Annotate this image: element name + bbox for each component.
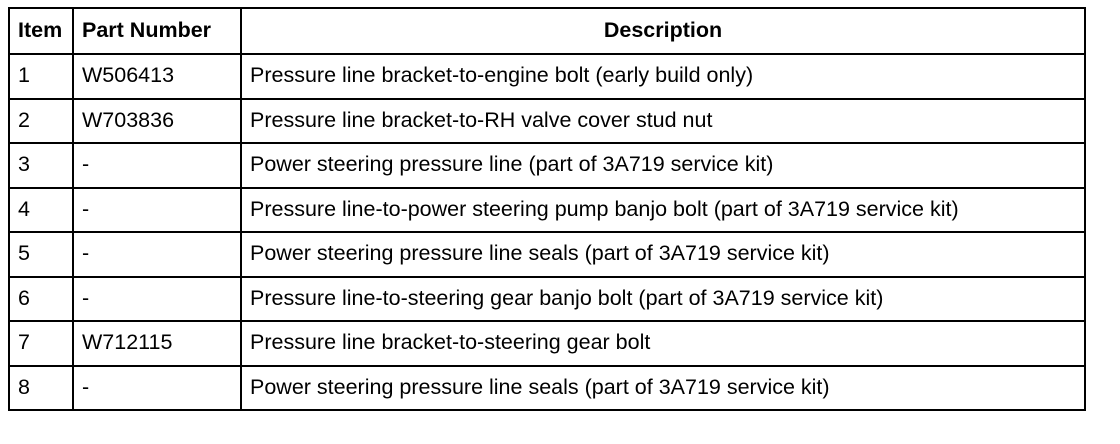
table-row: 4 - Pressure line-to-power steering pump… [8, 186, 1086, 233]
cell-part-number: - [72, 142, 242, 189]
cell-part-number: W506413 [72, 53, 242, 100]
table-row: 3 - Power steering pressure line (part o… [8, 142, 1086, 189]
cell-item: 5 [8, 231, 74, 278]
cell-part-number: - [72, 275, 242, 322]
cell-part-number: - [72, 186, 242, 233]
cell-part-number: W712115 [72, 320, 242, 367]
table-row: 8 - Power steering pressure line seals (… [8, 364, 1086, 411]
cell-item: 7 [8, 320, 74, 367]
cell-item: 8 [8, 364, 74, 411]
cell-description: Power steering pressure line seals (part… [240, 231, 1086, 278]
header-item: Item [8, 7, 74, 55]
table-row: 5 - Power steering pressure line seals (… [8, 231, 1086, 278]
cell-description: Pressure line-to-power steering pump ban… [240, 186, 1086, 233]
cell-part-number: - [72, 231, 242, 278]
cell-description: Power steering pressure line (part of 3A… [240, 142, 1086, 189]
cell-description: Pressure line bracket-to-RH valve cover … [240, 97, 1086, 144]
cell-item: 6 [8, 275, 74, 322]
header-part-number: Part Number [72, 7, 242, 55]
table-header: Item Part Number Description [8, 7, 1086, 55]
table-row: 6 - Pressure line-to-steering gear banjo… [8, 275, 1086, 322]
cell-description: Pressure line bracket-to-engine bolt (ea… [240, 53, 1086, 100]
cell-item: 4 [8, 186, 74, 233]
cell-description: Pressure line-to-steering gear banjo bol… [240, 275, 1086, 322]
cell-part-number: - [72, 364, 242, 411]
table-row: 7 W712115 Pressure line bracket-to-steer… [8, 320, 1086, 367]
cell-description: Pressure line bracket-to-steering gear b… [240, 320, 1086, 367]
table-row: 2 W703836 Pressure line bracket-to-RH va… [8, 97, 1086, 144]
cell-item: 2 [8, 97, 74, 144]
parts-table-container: Item Part Number Description 1 W506413 P… [8, 7, 1086, 411]
cell-item: 1 [8, 53, 74, 100]
cell-description: Power steering pressure line seals (part… [240, 364, 1086, 411]
table-body: 1 W506413 Pressure line bracket-to-engin… [8, 53, 1086, 411]
cell-part-number: W703836 [72, 97, 242, 144]
table-row: 1 W506413 Pressure line bracket-to-engin… [8, 53, 1086, 100]
header-description: Description [240, 7, 1086, 55]
header-row: Item Part Number Description [8, 7, 1086, 55]
parts-table: Item Part Number Description 1 W506413 P… [8, 7, 1086, 411]
cell-item: 3 [8, 142, 74, 189]
